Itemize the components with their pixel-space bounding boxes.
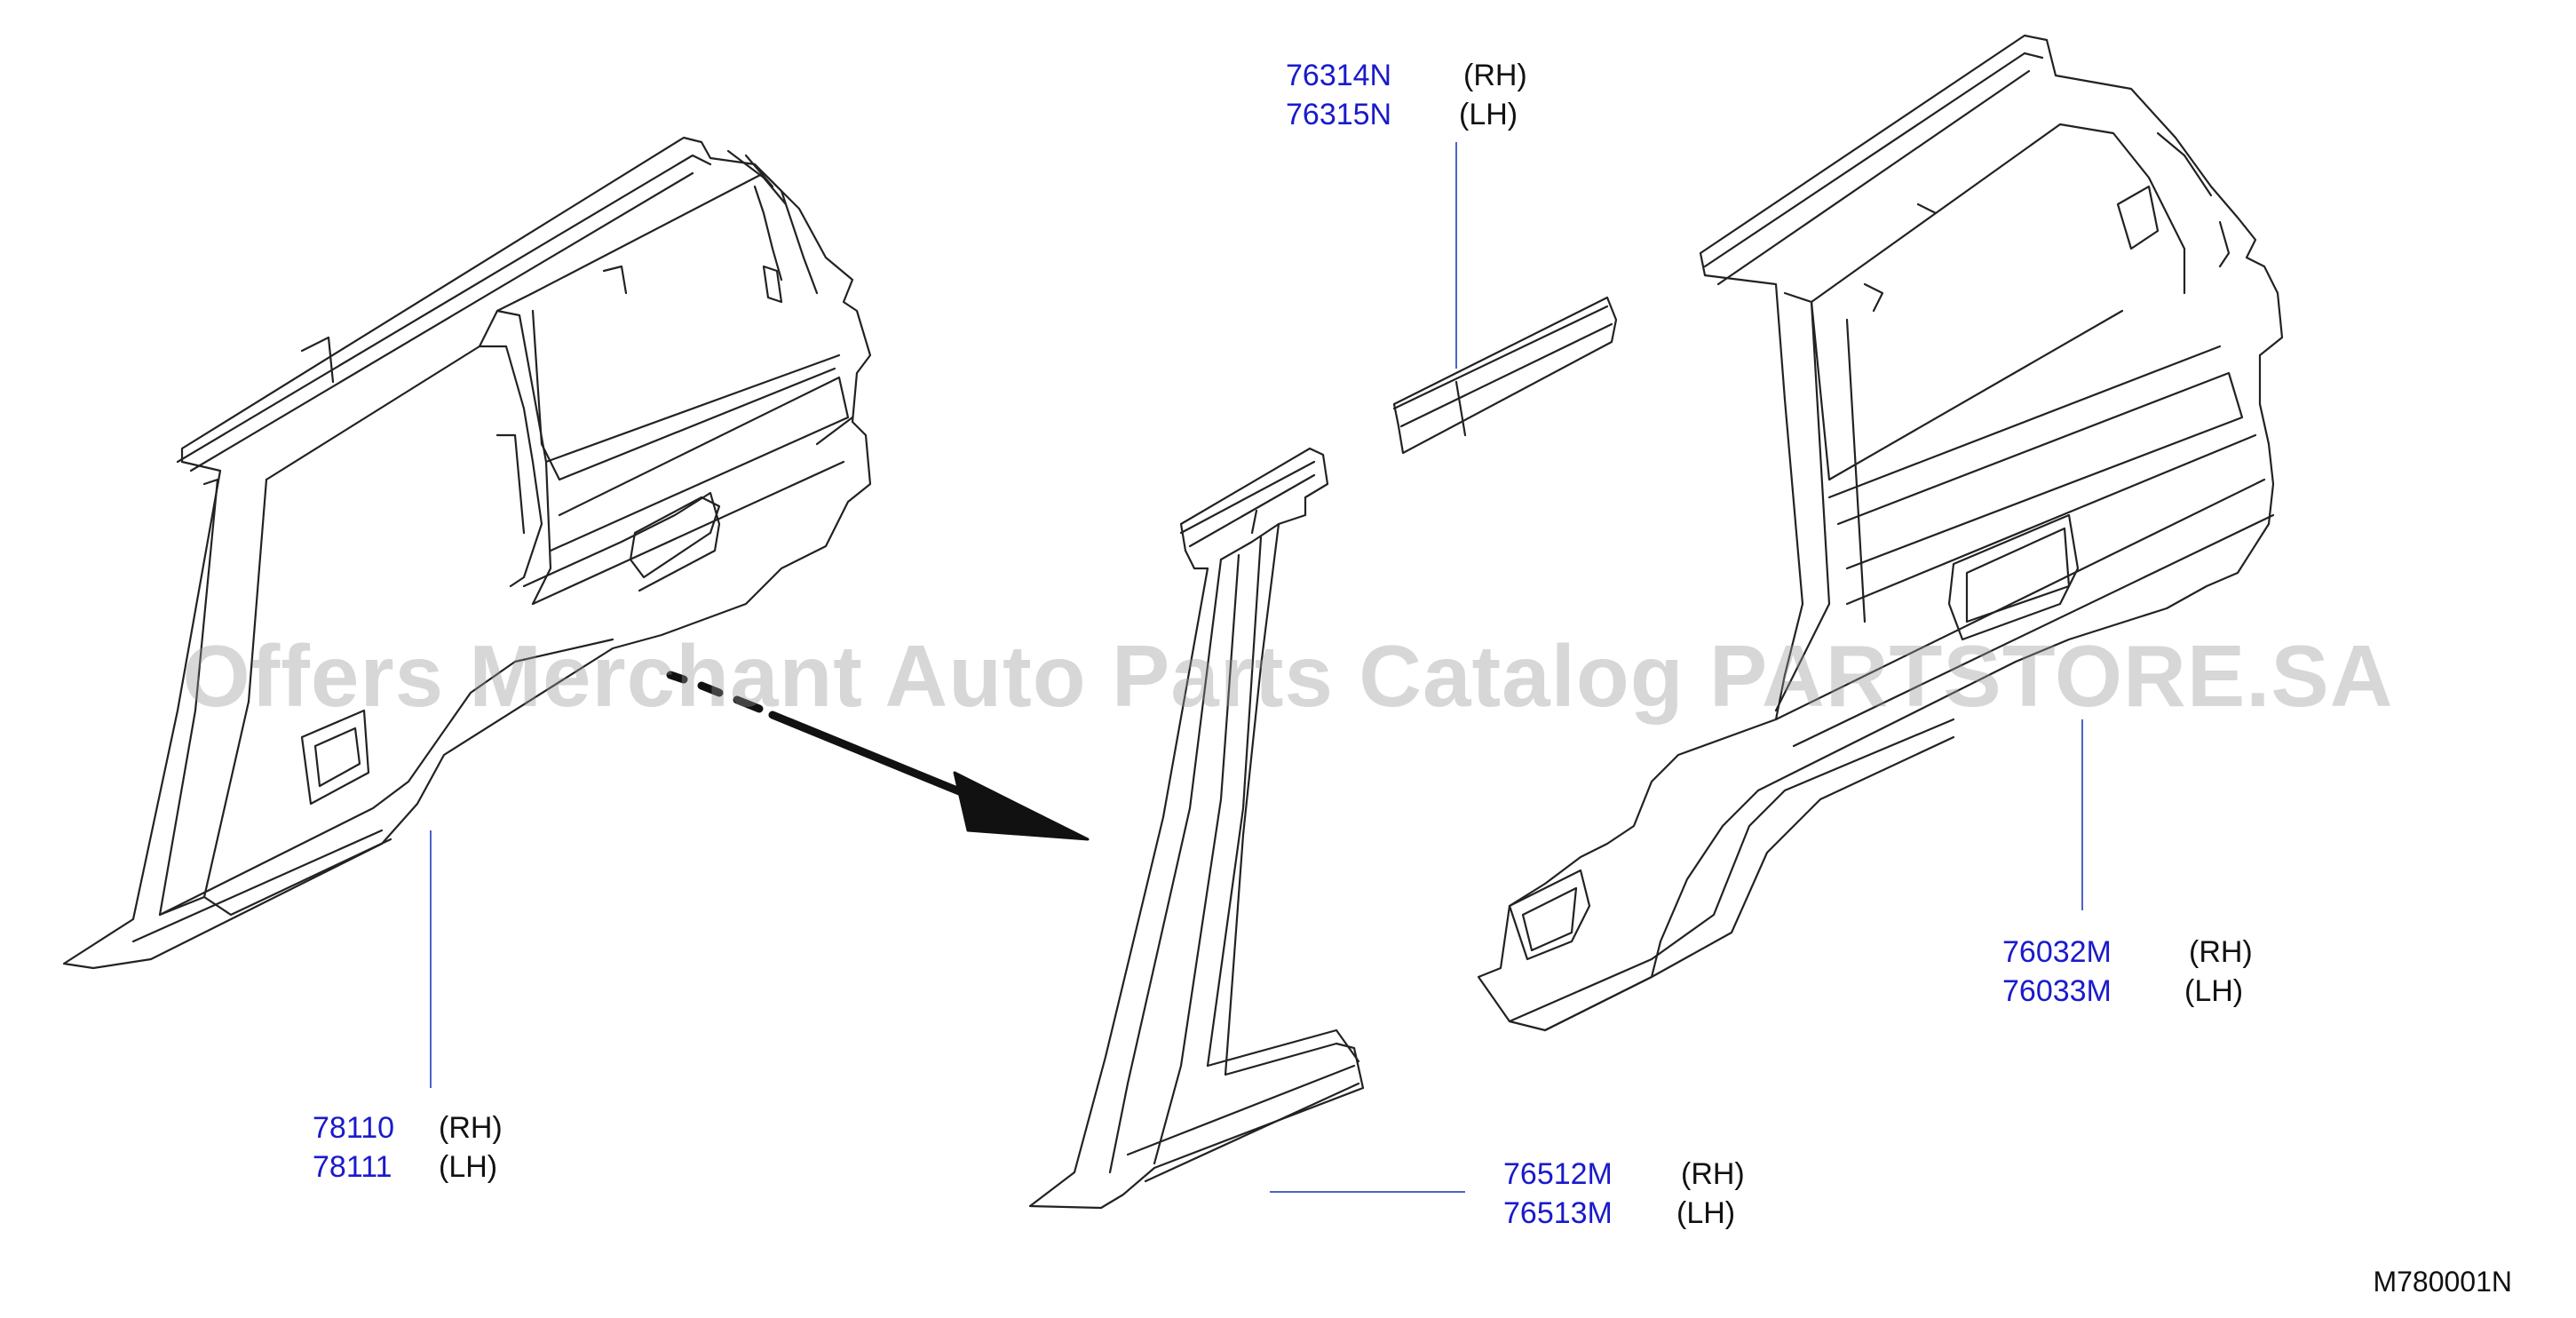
inner-side-panel-drawing <box>62 136 872 970</box>
part-number-76513M[interactable]: 76513M <box>1503 1196 1613 1230</box>
part-number-76033M[interactable]: 76033M <box>2002 974 2112 1008</box>
side-rh: (RH) <box>2189 935 2253 969</box>
leader-lines <box>430 142 2083 1193</box>
side-rh: (RH) <box>1463 59 1527 92</box>
side-lh: (LH) <box>1459 98 1518 131</box>
callout-inner-panel: 78110 (RH) 78111 (LH) <box>313 1108 543 1188</box>
upper-rail-drawing <box>1392 296 1618 455</box>
side-lh: (LH) <box>2184 974 2244 1008</box>
callout-upper-rail: 76314N (RH) 76315N (LH) <box>1286 56 1579 136</box>
outer-side-panel-drawing <box>1477 34 2284 1032</box>
side-rh: (RH) <box>439 1111 503 1145</box>
part-number-76314N[interactable]: 76314N <box>1286 59 1392 92</box>
direction-arrow <box>666 671 1090 841</box>
part-number-78110[interactable]: 78110 <box>313 1111 395 1145</box>
part-number-76512M[interactable]: 76512M <box>1503 1157 1613 1191</box>
pillar-drawing <box>1028 447 1365 1210</box>
diagram-code: M780001N <box>2373 1266 2512 1298</box>
callout-outer-panel: 76032M (RH) 76033M (LH) <box>2002 933 2295 1012</box>
part-number-76315N[interactable]: 76315N <box>1286 98 1392 131</box>
side-rh: (RH) <box>1681 1157 1745 1191</box>
callout-pillar: 76512M (RH) 76513M (LH) <box>1503 1155 1796 1235</box>
part-number-76032M[interactable]: 76032M <box>2002 935 2112 969</box>
part-number-78111[interactable]: 78111 <box>313 1150 392 1184</box>
side-lh: (LH) <box>1676 1196 1736 1230</box>
side-lh: (LH) <box>439 1150 498 1184</box>
